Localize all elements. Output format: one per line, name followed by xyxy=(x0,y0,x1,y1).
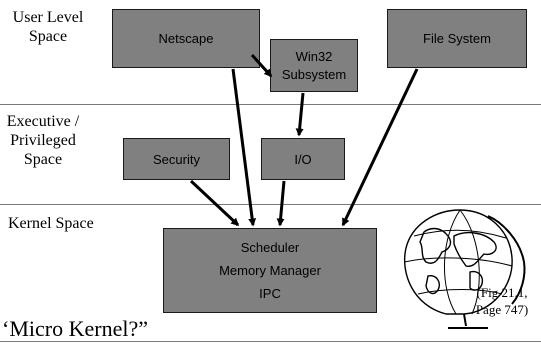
layer-label-executive: Executive / Privileged Space xyxy=(6,113,80,168)
kernel-label-scheduler: Scheduler xyxy=(240,240,300,255)
netscape-box: Netscape xyxy=(112,9,260,68)
figure-reference: (Fig 21.1, Page 747) xyxy=(462,284,541,318)
win32-label-line2: Subsystem xyxy=(281,66,347,82)
kernel-label-memory-manager: Memory Manager xyxy=(219,263,321,278)
arrow-io-to-kernel xyxy=(276,180,286,227)
file-system-box: File System xyxy=(387,9,527,68)
arrow-filesystem-to-kernel xyxy=(341,68,419,227)
io-label: I/O xyxy=(294,151,312,167)
io-box: I/O xyxy=(261,138,345,180)
divider-user-executive xyxy=(0,104,541,105)
win32-subsystem-box: Win32 Subsystem xyxy=(270,39,358,92)
security-label: Security xyxy=(153,151,200,167)
file-system-label: File System xyxy=(423,31,491,46)
figure-reference-line2: Page 747) xyxy=(475,302,529,317)
layer-label-user: User Level Space xyxy=(12,9,84,45)
divider-executive-kernel xyxy=(0,204,541,205)
win32-label-line1: Win32 xyxy=(295,48,333,64)
globe-icon xyxy=(403,209,526,329)
divider-bottom xyxy=(0,341,541,342)
security-box: Security xyxy=(123,138,230,180)
arrow-win32-to-io xyxy=(295,92,305,137)
arrow-netscape-to-win32 xyxy=(250,53,273,78)
kernel-box: Scheduler Memory Manager IPC xyxy=(163,228,377,313)
arrow-security-to-kernel xyxy=(189,179,240,227)
kernel-label-ipc: IPC xyxy=(259,286,281,301)
figure-reference-line1: (Fig 21.1, xyxy=(476,285,528,300)
layer-label-kernel: Kernel Space xyxy=(8,215,94,232)
netscape-label: Netscape xyxy=(158,31,214,46)
caption: ‘Micro Kernel?” xyxy=(2,316,148,341)
arrow-netscape-to-kernel xyxy=(231,68,257,227)
